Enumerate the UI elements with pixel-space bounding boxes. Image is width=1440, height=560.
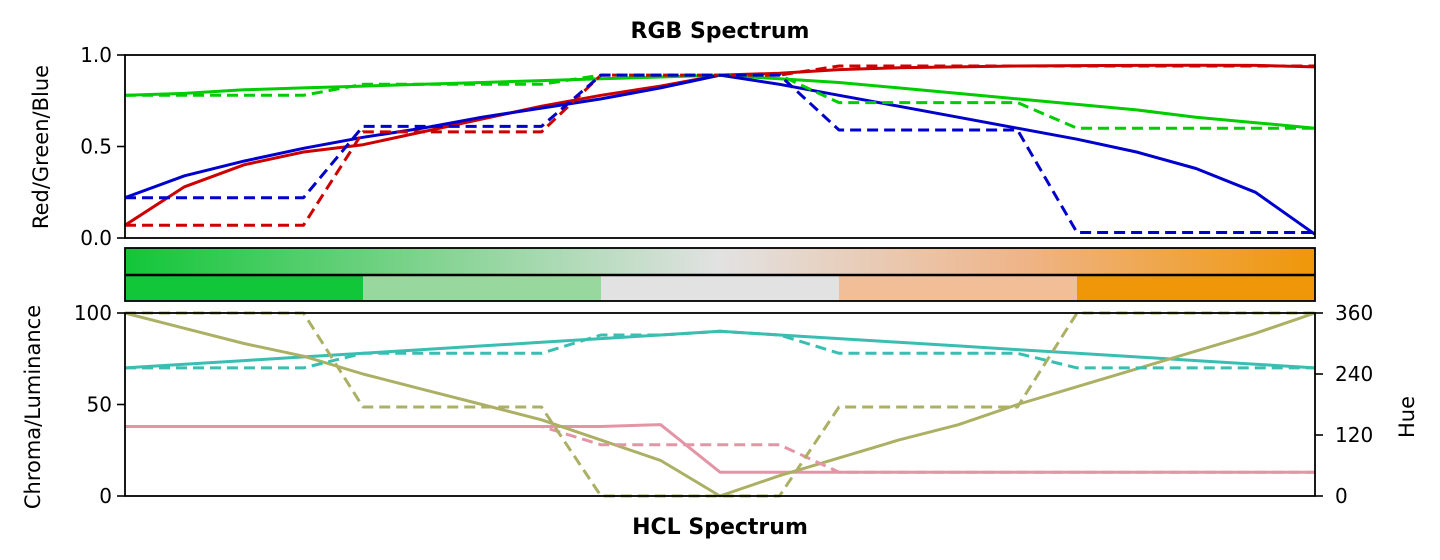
discrete-swatch bbox=[1077, 275, 1316, 301]
hcl-panel: 0 50 100 0 120 240 360 Chroma/Luminance Hue H… bbox=[21, 301, 1419, 540]
hcl-left-y-ticks: 0 50 100 bbox=[74, 301, 125, 508]
rgb-y-tick-label: 0.5 bbox=[80, 135, 112, 159]
discrete-swatch bbox=[125, 275, 364, 301]
hcl-chroma-steps-line bbox=[125, 425, 1315, 474]
discrete-swatch bbox=[839, 275, 1078, 301]
hcl-y-left-tick-label: 100 bbox=[74, 301, 112, 325]
hcl-y-right-tick-label: 0 bbox=[1335, 484, 1348, 508]
hcl-y-left-tick-label: 0 bbox=[99, 484, 112, 508]
rgb-y-tick-label: 1.0 bbox=[80, 43, 112, 67]
discrete-swatch-strip bbox=[125, 275, 1316, 301]
hcl-hue-line bbox=[124, 311, 1316, 498]
continuous-swatch-strip bbox=[125, 248, 1315, 275]
discrete-swatch bbox=[363, 275, 602, 301]
rgb-blue-steps-line bbox=[125, 73, 1315, 234]
rgb-title: RGB Spectrum bbox=[631, 19, 810, 44]
hcl-y-right-tick-label: 120 bbox=[1335, 423, 1373, 447]
hcl-title: HCL Spectrum bbox=[632, 515, 808, 540]
hcl-right-y-axis-label: Hue bbox=[1395, 396, 1419, 438]
discrete-swatch bbox=[601, 275, 840, 301]
hcl-y-right-tick-label: 240 bbox=[1335, 362, 1373, 386]
rgb-green-steps-line bbox=[125, 73, 1315, 130]
rgb-series-group bbox=[124, 63, 1316, 236]
hcl-series-group bbox=[124, 311, 1316, 498]
hcl-right-y-ticks: 0 120 240 360 bbox=[1315, 301, 1373, 508]
rgb-blue-line bbox=[124, 73, 1316, 236]
swatch-panel bbox=[124, 247, 1316, 302]
rgb-green-line bbox=[124, 73, 1316, 130]
rgb-y-tick-label: 0.0 bbox=[80, 226, 112, 250]
hcl-y-right-tick-label: 360 bbox=[1335, 301, 1373, 325]
hcl-y-left-tick-label: 50 bbox=[87, 393, 112, 417]
rgb-y-axis-label: Red/Green/Blue bbox=[29, 65, 53, 229]
hcl-axes-frame bbox=[124, 312, 1316, 497]
hcl-chroma-line bbox=[125, 423, 1315, 474]
hcl-luminance-steps-line bbox=[125, 329, 1315, 370]
hcl-luminance-line bbox=[124, 329, 1316, 370]
rgb-panel: RGB Spectrum 0.0 0.5 1.0 Red/Green/Blue bbox=[29, 19, 1316, 250]
swatch-frame bbox=[124, 247, 1316, 302]
rgb-y-ticks: 0.0 0.5 1.0 bbox=[80, 43, 125, 250]
rgb-axes-frame bbox=[124, 54, 1316, 239]
rgb-red-steps-line bbox=[125, 64, 1315, 227]
hcl-hue-steps-line bbox=[125, 311, 1315, 498]
hcl-left-y-axis-label: Chroma/Luminance bbox=[21, 305, 45, 509]
